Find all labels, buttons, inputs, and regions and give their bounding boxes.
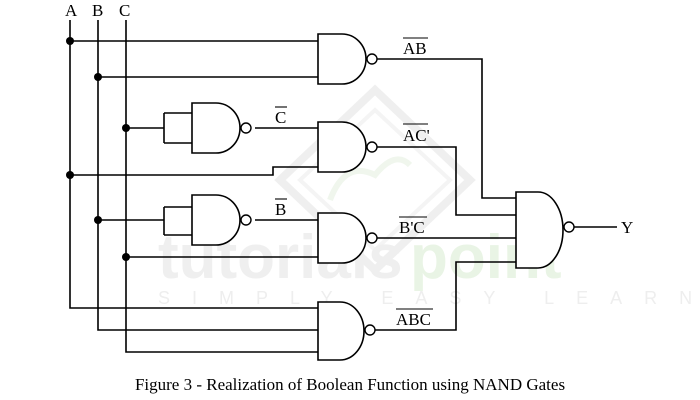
label-b-bar: B [275,198,287,219]
watermark-tagline: SIMPLY EASY LEARNING [158,288,700,308]
bus-a [69,20,318,309]
label-c-bar: C [275,106,287,127]
branch-wires [70,40,318,258]
junction-dot [94,73,102,81]
svg-text:AC': AC' [403,126,430,145]
svg-text:B: B [275,200,286,219]
label-b-prime-c: B'C [399,216,427,237]
nand-gate-1 [317,33,378,85]
junction-dot [66,171,74,179]
nand-gate-4 [317,301,376,361]
nand-gate-2 [317,121,378,173]
label-abc: ABC [396,308,433,329]
svg-text:ABC: ABC [396,310,431,329]
output-wires [375,58,617,331]
bus-b [97,20,318,331]
nand-gate-3 [317,212,378,264]
junction-dot [122,124,130,132]
junction-dot [94,216,102,224]
label-ab: AB [403,37,428,58]
input-label-b: B [92,1,103,20]
svg-text:AB: AB [403,39,427,58]
label-ac-prime: AC' [403,123,430,145]
nand-gate-not-c [191,102,252,154]
svg-text:C: C [275,108,286,127]
nand-gate-not-b [191,194,252,246]
nand-gate-5 [515,191,575,269]
output-label-y: Y [621,218,633,237]
figure-caption: Figure 3 - Realization of Boolean Functi… [135,375,565,394]
junction-dot [66,37,74,45]
junction-dot [122,253,130,261]
input-label-c: C [119,1,130,20]
junction-dots [66,37,130,261]
svg-text:B'C: B'C [399,218,425,237]
input-label-a: A [65,1,78,20]
